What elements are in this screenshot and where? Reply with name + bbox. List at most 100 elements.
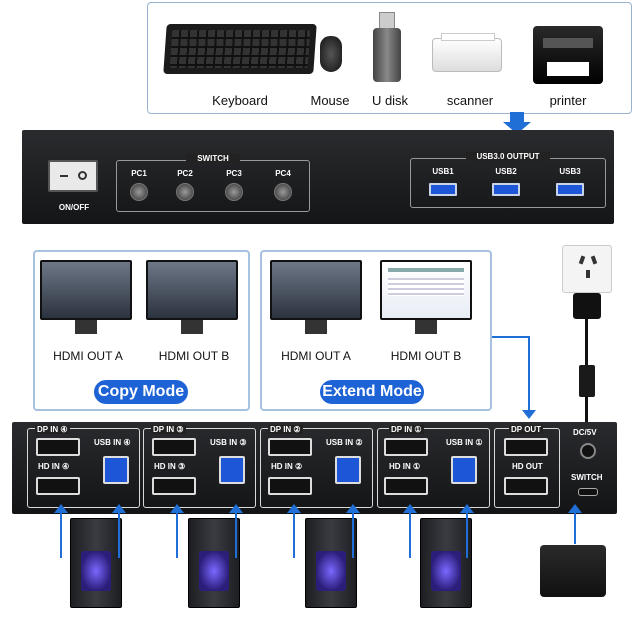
computer-tower-icon: [188, 518, 240, 608]
copy-out-b: HDMI OUT B: [158, 349, 230, 363]
hd-in-3-port[interactable]: [152, 477, 196, 495]
usb3-port[interactable]: [556, 183, 584, 196]
computer-tower-icon: [420, 518, 472, 608]
usb-in-1-port[interactable]: [451, 456, 477, 484]
pc2-label: PC2: [177, 169, 193, 178]
dp-in-4-port[interactable]: [36, 438, 80, 456]
hd-in-2-port[interactable]: [268, 477, 312, 495]
hd-in-4-port[interactable]: [36, 477, 80, 495]
power-cable-2: [585, 396, 588, 422]
usb-in-2-port[interactable]: [335, 456, 361, 484]
pc4-button[interactable]: [274, 183, 292, 201]
dp-out-port[interactable]: [504, 438, 548, 456]
extend-wire-v: [528, 336, 530, 410]
copy-monitor-a: [40, 260, 132, 334]
computer-tower-icon: [70, 518, 122, 608]
pc3-label: PC3: [226, 169, 242, 178]
hd-out-label: HD OUT: [512, 462, 543, 471]
hd-in-1-port[interactable]: [384, 477, 428, 495]
input-group-3: [143, 428, 256, 508]
printer-label: printer: [549, 93, 587, 108]
input-group-2: [260, 428, 373, 508]
scanner-label: scanner: [446, 93, 494, 108]
up-arrow-icon: [460, 504, 474, 513]
up-arrow-icon: [229, 504, 243, 513]
pc3-button[interactable]: [225, 183, 243, 201]
extend-wire-h: [492, 336, 530, 338]
cable-wire: [352, 512, 354, 558]
pc4-label: PC4: [275, 169, 291, 178]
copy-monitor-b: [146, 260, 238, 334]
dp-in-1-label: DP IN ①: [389, 425, 424, 434]
usb2-port[interactable]: [492, 183, 520, 196]
usb2-label: USB2: [495, 167, 517, 176]
switch-title: SWITCH: [186, 154, 240, 163]
cable-wire: [293, 512, 295, 558]
onoff-label: ON/OFF: [58, 203, 90, 212]
switch-label-back: SWITCH: [571, 473, 603, 482]
usb-in-3-port[interactable]: [219, 456, 245, 484]
usb-disk-icon: [373, 12, 401, 82]
copy-mode-badge: Copy Mode: [94, 380, 188, 404]
dp-in-1-port[interactable]: [384, 438, 428, 456]
cable-wire: [466, 512, 468, 558]
power-switch[interactable]: [48, 160, 98, 192]
dp-in-3-port[interactable]: [152, 438, 196, 456]
down-arrow-icon: [510, 112, 524, 122]
hd-in-4-label: HD IN ④: [38, 462, 70, 471]
mouse-label: Mouse: [310, 93, 350, 108]
input-group-4: [27, 428, 140, 508]
up-arrow-icon: [170, 504, 184, 513]
hd-in-3-label: HD IN ③: [154, 462, 186, 471]
usb1-port[interactable]: [429, 183, 457, 196]
cable-wire: [176, 512, 178, 558]
keyboard-icon: [163, 24, 317, 74]
usb-in-3-label: USB IN ③: [210, 438, 247, 447]
extend-out-b: HDMI OUT B: [390, 349, 462, 363]
dc-label: DC/5V: [573, 428, 597, 437]
dp-in-2-port[interactable]: [268, 438, 312, 456]
usb-in-4-label: USB IN ④: [94, 438, 131, 447]
dp-out-label: DP OUT: [509, 425, 544, 434]
switch-arrow: [568, 504, 582, 513]
pc1-button[interactable]: [130, 183, 148, 201]
pc2-button[interactable]: [176, 183, 194, 201]
extend-monitor-a: [270, 260, 362, 334]
switch-wire-v: [574, 512, 576, 544]
usb-in-4-port[interactable]: [103, 456, 129, 484]
hd-out-port[interactable]: [504, 477, 548, 495]
copy-out-a: HDMI OUT A: [53, 349, 123, 363]
power-outlet-icon: [562, 245, 612, 293]
cable-wire: [235, 512, 237, 558]
power-plug-icon: [579, 365, 595, 397]
cable-wire: [409, 512, 411, 558]
power-cable: [585, 318, 588, 366]
remote-switch-pad[interactable]: [540, 545, 606, 597]
cable-wire: [60, 512, 62, 558]
usb-output-title: USB3.0 OUTPUT: [466, 152, 550, 161]
up-arrow-icon: [54, 504, 68, 513]
extend-monitor-b: [380, 260, 472, 334]
dp-in-3-label: DP IN ③: [151, 425, 186, 434]
front-panel: [22, 130, 614, 224]
up-arrow-icon: [346, 504, 360, 513]
hd-in-2-label: HD IN ②: [271, 462, 303, 471]
extend-mode-badge: Extend Mode: [320, 380, 424, 404]
dp-in-2-label: DP IN ②: [268, 425, 303, 434]
up-arrow-icon: [112, 504, 126, 513]
keyboard-label: Keyboard: [212, 93, 268, 108]
pc1-label: PC1: [131, 169, 147, 178]
extend-out-a: HDMI OUT A: [281, 349, 351, 363]
usb-in-2-label: USB IN ②: [326, 438, 363, 447]
up-arrow-icon: [287, 504, 301, 513]
mouse-icon: [320, 36, 342, 72]
power-adapter-icon: [573, 293, 601, 319]
scanner-icon: [432, 33, 502, 72]
dc-port[interactable]: [580, 443, 596, 459]
usb3-label: USB3: [559, 167, 581, 176]
usb-in-1-label: USB IN ①: [446, 438, 483, 447]
switch-port[interactable]: [578, 488, 598, 496]
computer-tower-icon: [305, 518, 357, 608]
udisk-label: U disk: [371, 93, 409, 108]
usb1-label: USB1: [432, 167, 454, 176]
